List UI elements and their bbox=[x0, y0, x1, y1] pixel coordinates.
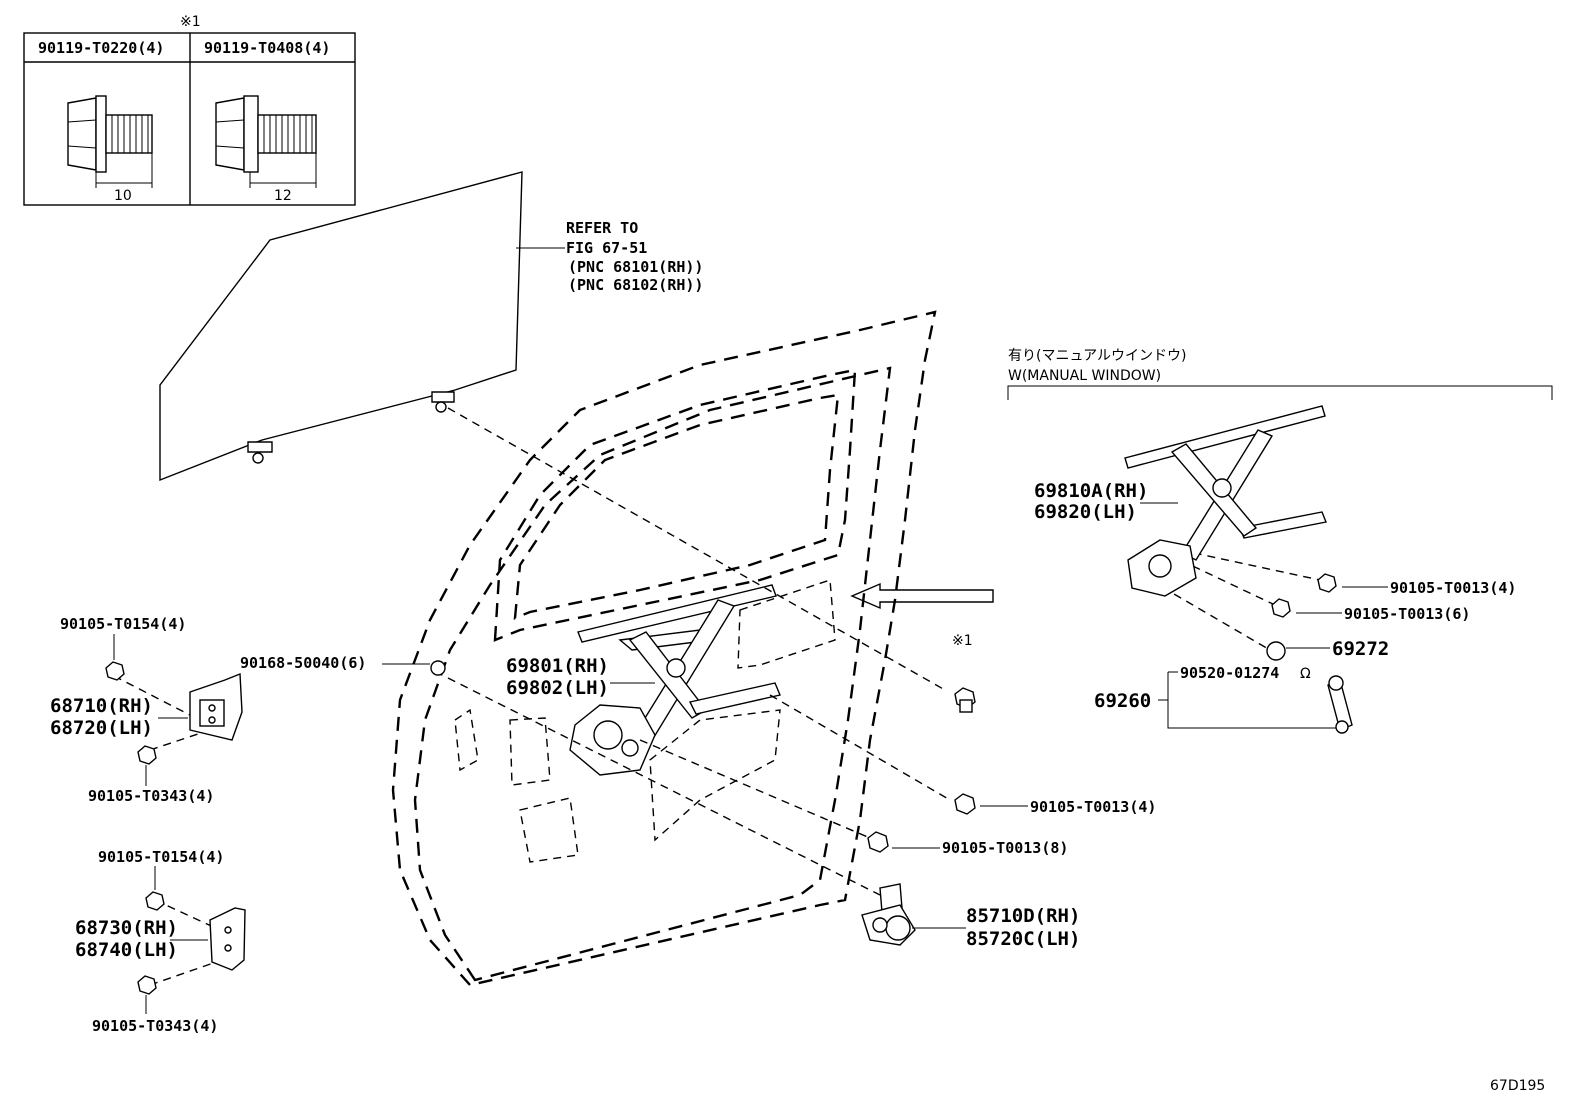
bolt-dim-1: 10 bbox=[114, 188, 132, 204]
manual-bolt-a-label: 90105-T0013(4) bbox=[1390, 579, 1516, 597]
motor-lh-label: 85720C(LH) bbox=[966, 928, 1080, 950]
door-bolt-group: 90168-50040(6) bbox=[240, 654, 446, 676]
manual-bolt-b-label: 90105-T0013(6) bbox=[1344, 605, 1470, 623]
door-bolt-label: 90168-50040(6) bbox=[240, 654, 366, 672]
door-shell bbox=[391, 310, 937, 987]
lower-hinge: 90105-T0154(4) 68730(RH) 68740(LH) 90105… bbox=[75, 848, 246, 1035]
glass-ref-line1: REFER TO bbox=[566, 219, 638, 237]
lower-hinge-lh-label: 68740(LH) bbox=[75, 939, 178, 961]
dashed-leaders bbox=[113, 407, 1321, 986]
motor-rh-label: 85710D(RH) bbox=[966, 905, 1080, 927]
manual-washer-label: 69272 bbox=[1332, 638, 1389, 660]
window-regulator-center: 69801(RH) 69802(LH) bbox=[506, 584, 781, 776]
note-bolt-mark: ※1 bbox=[952, 633, 973, 649]
center-regulator-lh: 69802(LH) bbox=[506, 677, 609, 699]
manual-window-group: 有り(マニュアルウインドウ) W(MANUAL WINDOW) 69810A(R… bbox=[1007, 348, 1553, 734]
window-motor: 85710D(RH) 85720C(LH) bbox=[861, 883, 1080, 950]
glass-ref-line2: FIG 67-51 bbox=[566, 239, 647, 257]
reg-bolt-a-group: 90105-T0013(4) bbox=[954, 793, 1156, 816]
center-regulator-rh: 69801(RH) bbox=[506, 655, 609, 677]
manual-regulator-lh-label: 69820(LH) bbox=[1034, 501, 1137, 523]
upper-hinge: 90105-T0154(4) 68710(RH) 68720(LH) 90105… bbox=[50, 615, 243, 805]
reg-bolt-b-label: 90105-T0013(8) bbox=[942, 839, 1068, 857]
reg-bolt-b-group: 90105-T0013(8) bbox=[867, 831, 1068, 857]
bolt-table-part-2: 90119-T0408(4) bbox=[204, 39, 330, 57]
clip-icon: Ω bbox=[1300, 666, 1311, 682]
lower-hinge-rh-label: 68730(RH) bbox=[75, 917, 178, 939]
upper-hinge-lh-label: 68720(LH) bbox=[50, 717, 153, 739]
flange-bolt-drawing-2: 12 bbox=[215, 95, 317, 204]
upper-hinge-bolt-bottom-label: 90105-T0343(4) bbox=[88, 787, 214, 805]
diagram-code: 67D195 bbox=[1490, 1078, 1545, 1094]
reg-bolt-a-label: 90105-T0013(4) bbox=[1030, 798, 1156, 816]
upper-hinge-bolt-top-label: 90105-T0154(4) bbox=[60, 615, 186, 633]
lower-hinge-bolt-bottom-label: 90105-T0343(4) bbox=[92, 1017, 218, 1035]
flange-bolt-drawing-1: 10 bbox=[67, 95, 153, 204]
bolt-dim-2: 12 bbox=[274, 188, 292, 204]
manual-regulator-rh-label: 69810A(RH) bbox=[1034, 480, 1148, 502]
bolt-table: ※1 90119-T0220(4) 90119-T0408(4) 10 bbox=[23, 14, 356, 206]
note-bolt-group: ※1 bbox=[952, 633, 976, 713]
door-glass: REFER TO FIG 67-51 (PNC 68101(RH)) (PNC … bbox=[159, 171, 703, 482]
manual-clip-label: 90520-01274 bbox=[1180, 664, 1279, 682]
manual-handle-label: 69260 bbox=[1094, 690, 1151, 712]
manual-window-title-en: W(MANUAL WINDOW) bbox=[1008, 368, 1161, 384]
bolt-table-part-1: 90119-T0220(4) bbox=[38, 39, 164, 57]
bolt-table-mark: ※1 bbox=[180, 14, 201, 30]
manual-window-title-jp: 有り(マニュアルウインドウ) bbox=[1008, 348, 1187, 364]
view-arrow bbox=[850, 582, 994, 610]
glass-ref-line3: (PNC 68101(RH)) bbox=[568, 258, 703, 276]
lower-hinge-bolt-top-label: 90105-T0154(4) bbox=[98, 848, 224, 866]
upper-hinge-rh-label: 68710(RH) bbox=[50, 695, 153, 717]
glass-ref-line4: (PNC 68102(RH)) bbox=[568, 276, 703, 294]
